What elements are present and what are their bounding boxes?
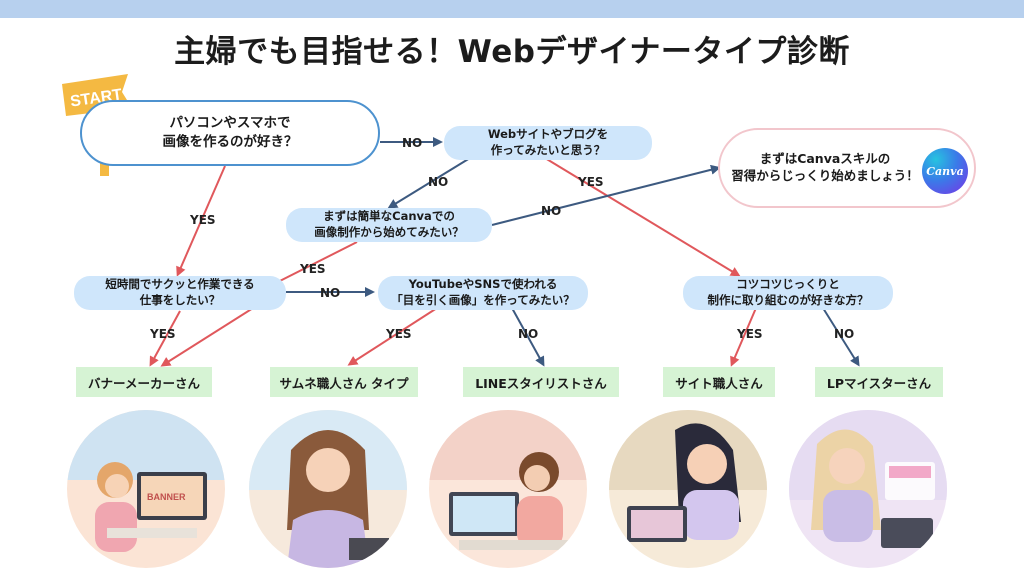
question-canva-simple: まずは簡単なCanvaでの 画像制作から始めてみたい？ xyxy=(286,208,492,242)
edge-start-yes xyxy=(176,165,226,277)
edge-short-yes xyxy=(149,310,181,367)
edge-canva-no xyxy=(491,164,721,226)
edge-label-short-yes: YES xyxy=(150,327,176,341)
edge-label-canva-yes: YES xyxy=(300,262,326,276)
avatar-site-craftsman xyxy=(609,410,767,568)
question-short-time: 短時間でサクッと作業できる 仕事をしたい？ xyxy=(74,276,286,310)
edge-label-web-yes: YES xyxy=(578,175,604,189)
question-kotsukotsu: コツコツじっくりと 制作に取り組むのが好きな方？ xyxy=(683,276,893,310)
edge-web-no xyxy=(387,157,471,209)
top-accent-bar xyxy=(0,0,1024,18)
result-site-craftsman: サイト職人さん xyxy=(663,367,775,397)
edge-web-yes xyxy=(544,157,741,277)
edge-koko-no xyxy=(822,307,860,367)
edge-label-short-no: NO xyxy=(320,286,341,300)
edge-label-start-yes: YES xyxy=(190,213,216,227)
edge-yt-no xyxy=(511,307,545,367)
avatar-thumbnail-type xyxy=(249,410,407,568)
edge-label-yt-no: NO xyxy=(518,327,539,341)
result-banner-maker: バナーメーカーさん xyxy=(76,367,212,397)
result-lp-meister: LPマイスターさん xyxy=(815,367,943,397)
avatar-banner-maker: BANNER xyxy=(67,410,225,568)
avatar-line-stylist xyxy=(429,410,587,568)
edge-label-yt-yes: YES xyxy=(386,327,412,341)
edge-label-canva-no: NO xyxy=(541,204,562,218)
edge-label-web-no: NO xyxy=(428,175,449,189)
edge-yt-yes xyxy=(347,307,438,366)
edge-label-koko-no: NO xyxy=(834,327,855,341)
edge-label-start-no: NO xyxy=(402,136,423,150)
edge-koko-yes xyxy=(730,307,757,367)
page-title: 主婦でも目指せる！Webデザイナータイプ診断 xyxy=(174,34,850,70)
canva-logo-icon: Canva xyxy=(922,148,968,194)
banner-screen-text: BANNER xyxy=(147,492,186,502)
result-thumbnail-type: サムネ職人さん タイプ xyxy=(270,367,418,397)
question-start: パソコンやスマホで 画像を作るのが好き？ xyxy=(80,100,380,166)
question-youtube: YouTubeやSNSで使われる 「目を引く画像」を作ってみたい？ xyxy=(378,276,588,310)
edge-label-koko-yes: YES xyxy=(737,327,763,341)
result-line-stylist: LINEスタイリストさん xyxy=(463,367,619,397)
avatar-lp-meister xyxy=(789,410,947,568)
question-web-site: Webサイトやブログを 作ってみたいと思う？ xyxy=(444,126,652,160)
